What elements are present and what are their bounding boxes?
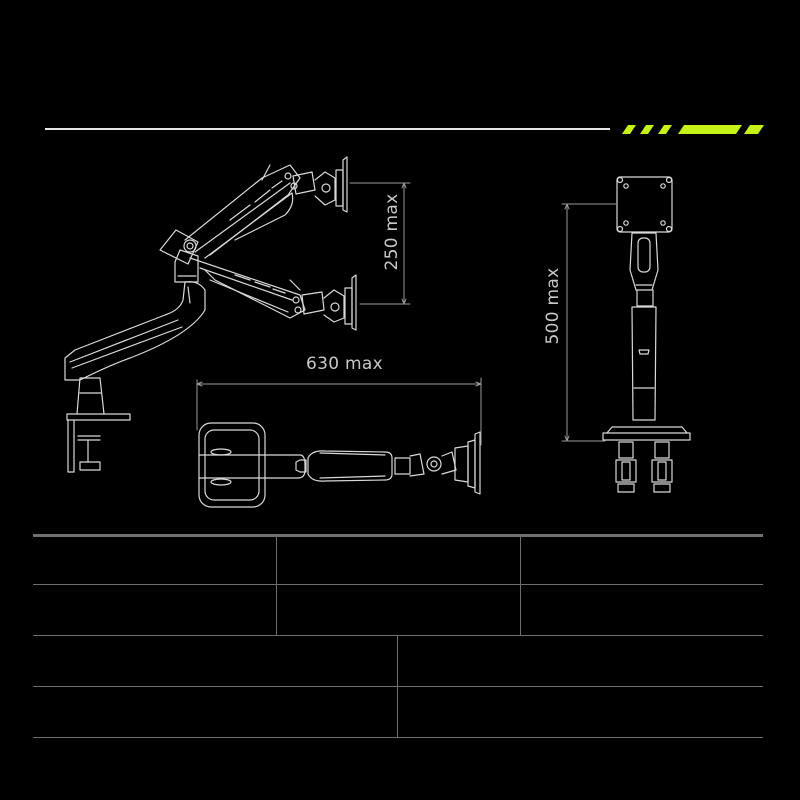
table-col-divider [397,635,398,737]
table-top-border [33,534,763,537]
table-cell [33,585,276,635]
table-cell [277,585,520,635]
table-row-divider [33,686,763,687]
table-cell [33,537,276,584]
table-cell [33,636,397,686]
hazard-stripe-accent [622,125,764,134]
table-cell [521,585,763,635]
table-cell [398,636,763,686]
table-cell [33,687,397,737]
table-col-divider [520,536,521,635]
table-cell [521,537,763,584]
table-cell [398,687,763,737]
dimension-500 [561,203,618,442]
dimension-250 [349,182,411,305]
dimension-label-500: 500 max [543,267,563,345]
table-row-divider [33,635,763,636]
side-view-drawing [64,156,357,473]
top-view-drawing [198,422,481,508]
table-bottom-border [33,737,763,738]
table-row-divider [33,584,763,585]
table-col-divider [276,536,277,635]
front-view-drawing [602,176,691,493]
table-cell [277,537,520,584]
dimension-label-250: 250 max [382,193,402,271]
header-rule [45,128,610,130]
dimension-label-630: 630 max [306,354,383,374]
dimension-630 [196,377,482,446]
